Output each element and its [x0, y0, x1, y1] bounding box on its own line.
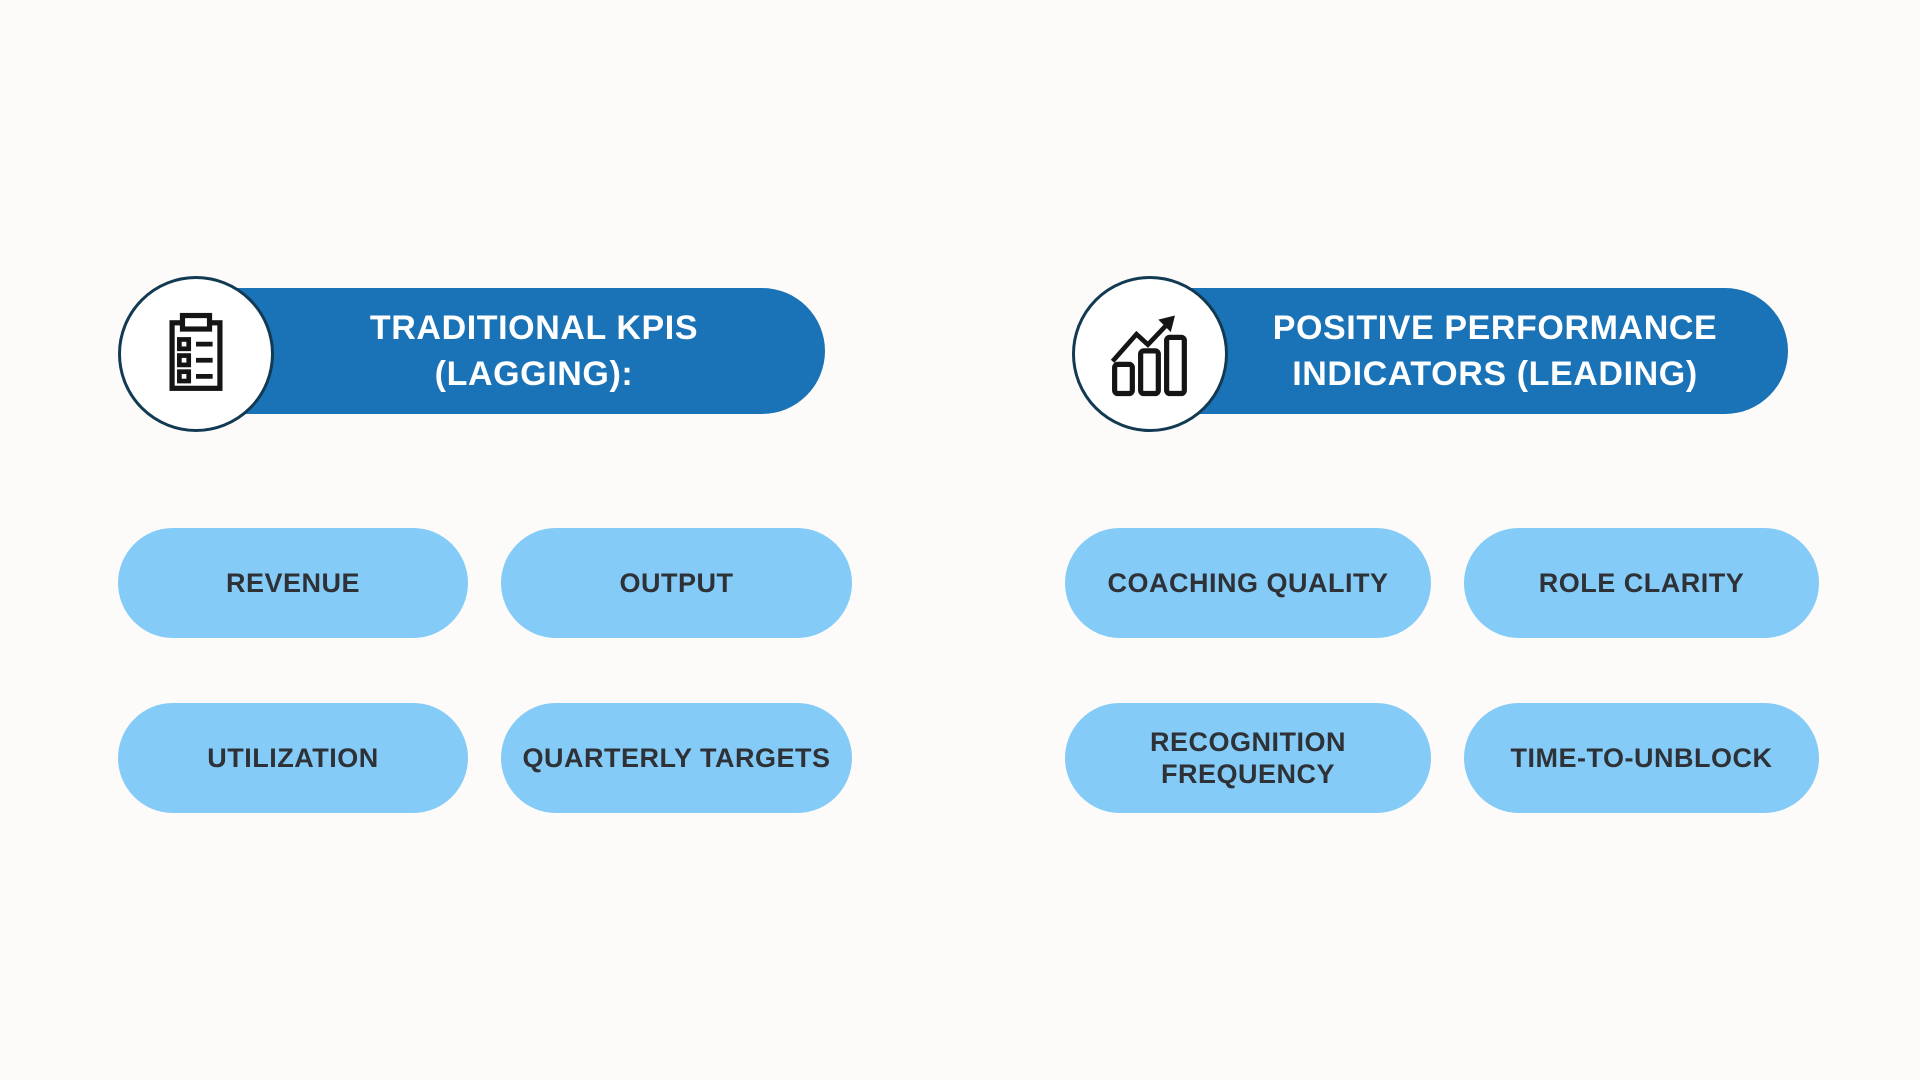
clipboard-checklist-icon: [169, 312, 223, 391]
positive-indicators-header-title: POSITIVE PERFORMANCE INDICATORS (LEADING…: [1273, 305, 1718, 397]
kpi-pill-utilization: UTILIZATION: [118, 703, 468, 813]
traditional-kpis-header-line-2: (LAGGING):: [434, 355, 634, 393]
traditional-kpis-icon-badge: [118, 276, 274, 432]
kpi-pill-output: OUTPUT: [501, 528, 852, 638]
kpi-pill-revenue: REVENUE: [118, 528, 468, 638]
positive-indicators-header: POSITIVE PERFORMANCE INDICATORS (LEADING…: [1128, 288, 1788, 414]
indicator-pill-coaching-quality: COACHING QUALITY: [1065, 528, 1431, 638]
traditional-kpis-header-line-1: TRADITIONAL KPIS: [369, 309, 699, 347]
indicator-pill-time-to-unblock: TIME-TO-UNBLOCK: [1464, 703, 1819, 813]
positive-indicators-header-line-1: POSITIVE PERFORMANCE: [1272, 309, 1718, 347]
traditional-kpis-items: REVENUE OUTPUT UTILIZATION QUARTERLY TAR…: [118, 528, 852, 813]
indicator-pill-recognition-frequency: RECOGNITION FREQUENCY: [1065, 703, 1431, 813]
positive-indicators-header-line-2: INDICATORS (LEADING): [1292, 355, 1698, 393]
positive-indicators-items: COACHING QUALITY ROLE CLARITY RECOGNITIO…: [1065, 528, 1819, 813]
indicator-pill-role-clarity: ROLE CLARITY: [1464, 528, 1819, 638]
positive-indicators-icon-badge: [1072, 276, 1228, 432]
traditional-kpis-header-title: TRADITIONAL KPIS (LAGGING):: [370, 305, 698, 397]
bar-chart-growth-icon: [1110, 315, 1187, 397]
traditional-kpis-header: TRADITIONAL KPIS (LAGGING):: [175, 288, 825, 414]
kpi-pill-quarterly-targets: QUARTERLY TARGETS: [501, 703, 852, 813]
